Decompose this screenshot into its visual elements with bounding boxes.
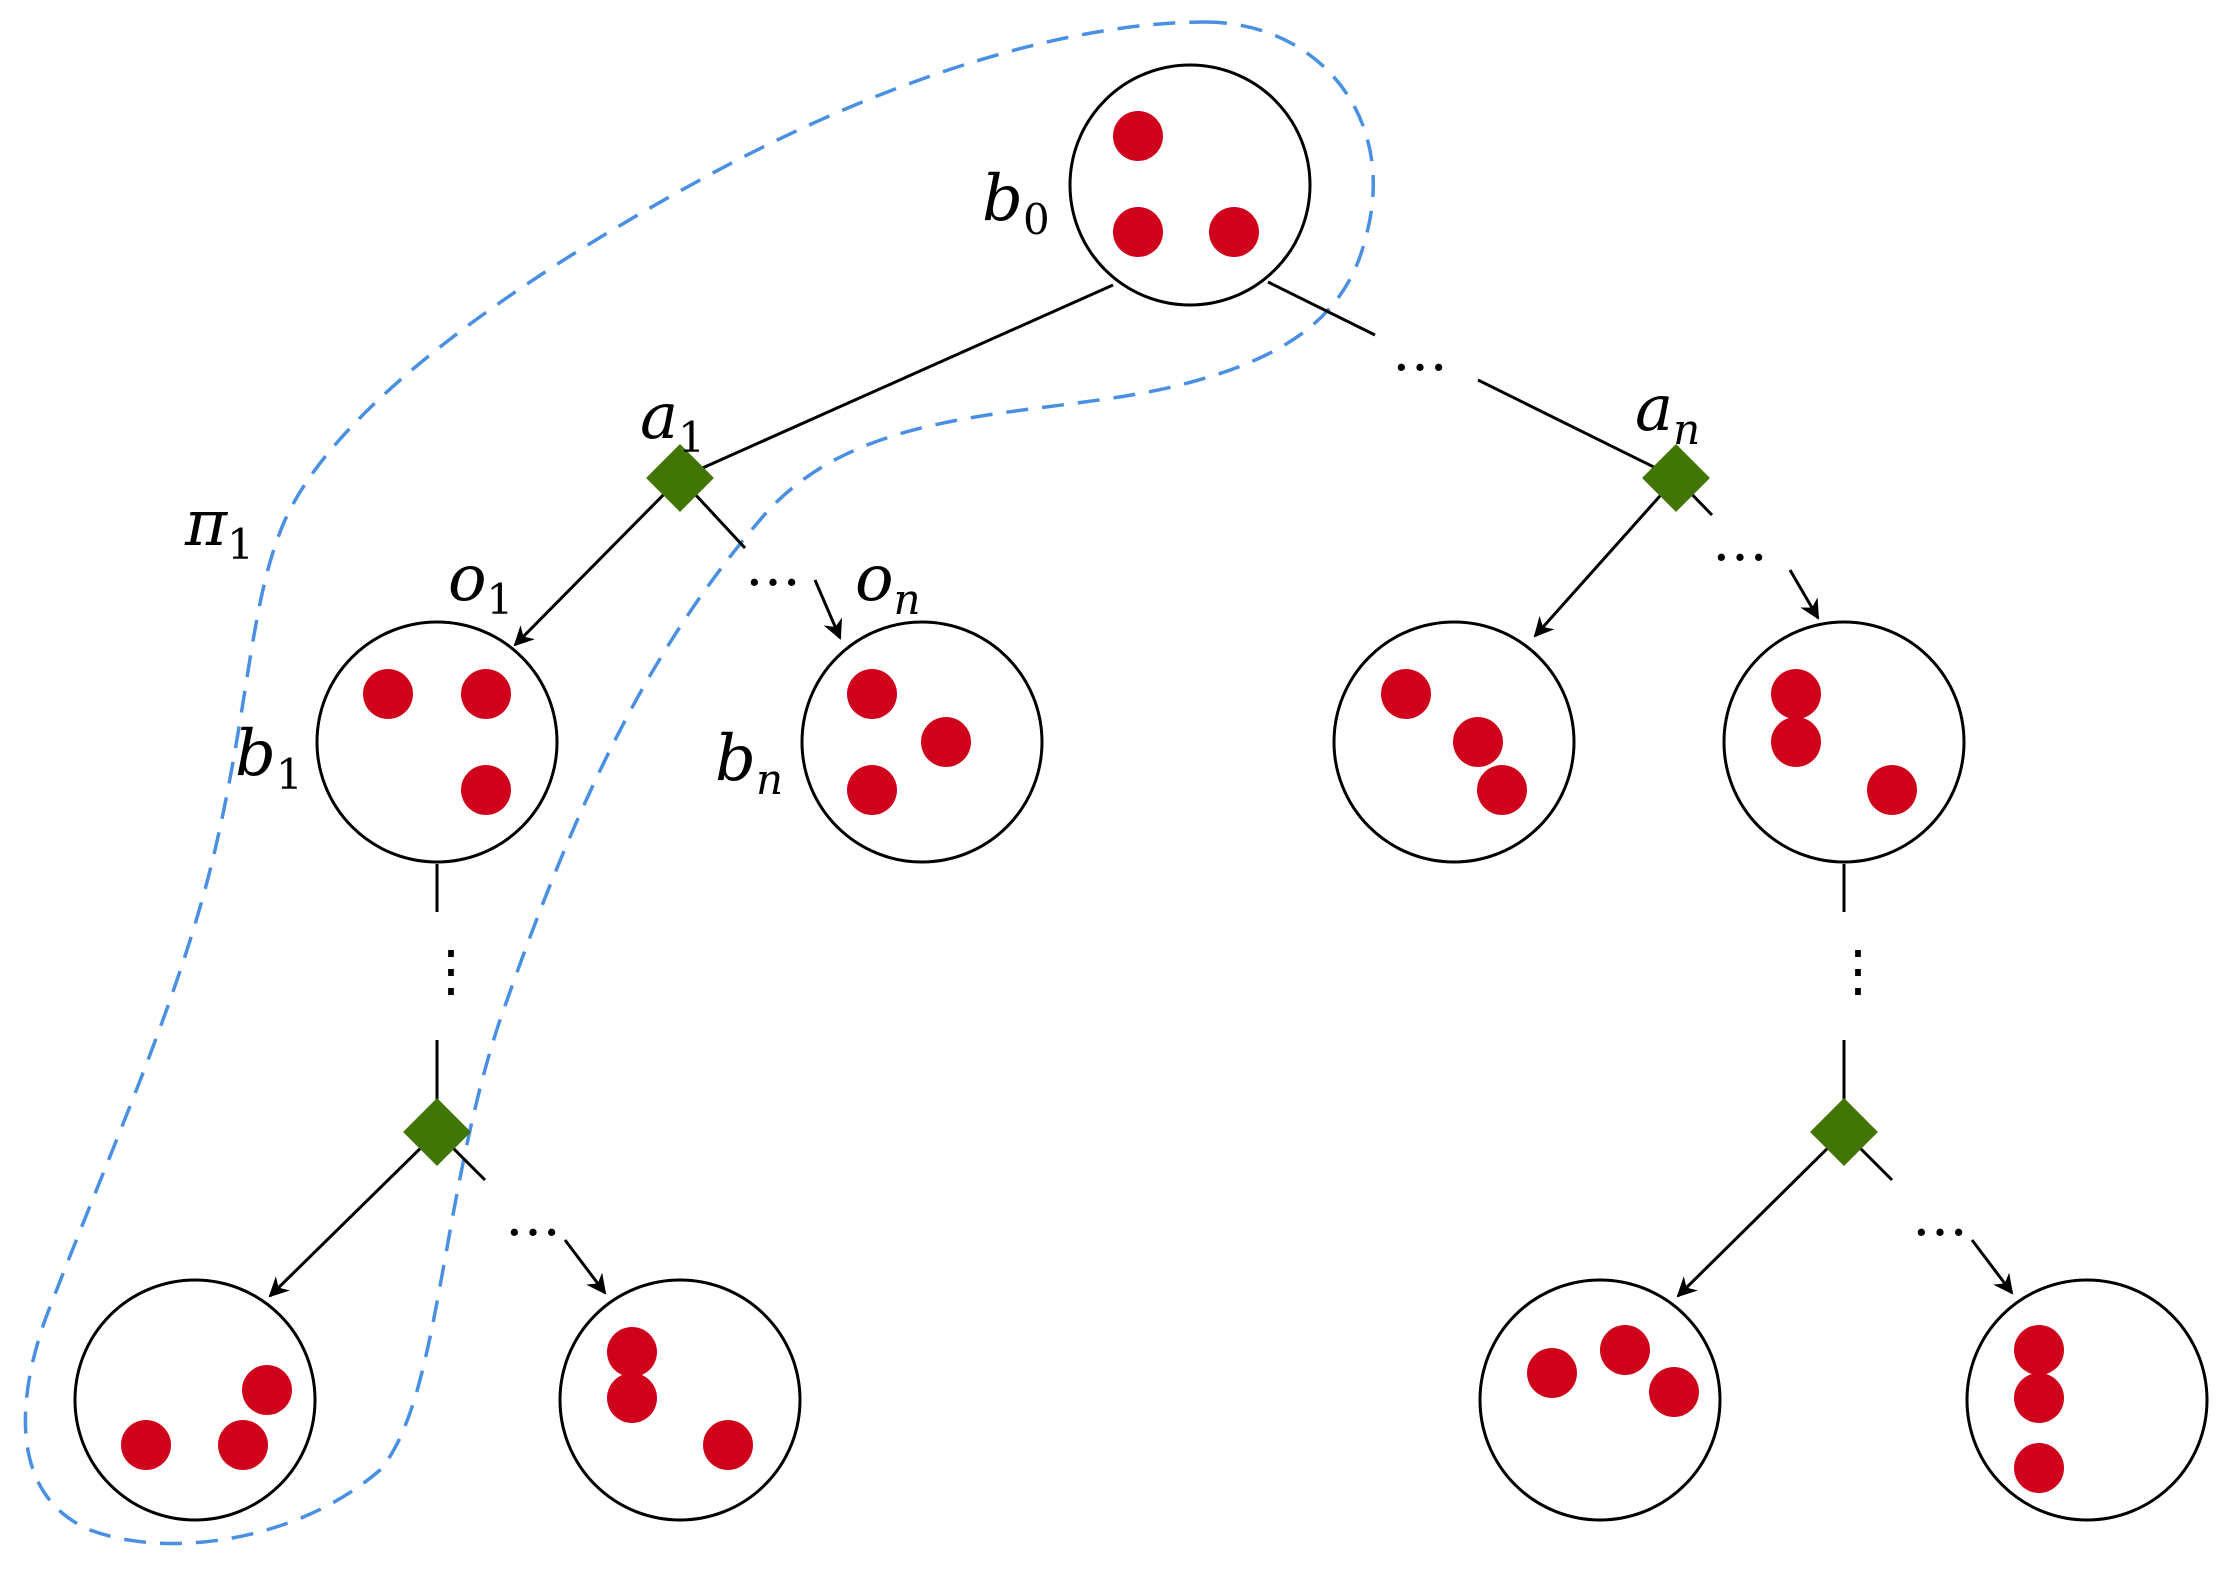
particle	[461, 669, 511, 719]
action-node-an	[1642, 444, 1710, 512]
belief-node-lowright-1	[1478, 1278, 1722, 1522]
particle	[2014, 1443, 2064, 1493]
label-o1: o1	[448, 542, 513, 624]
particle	[1771, 717, 1821, 767]
edge-lowright-left	[1676, 1130, 1846, 1298]
particle	[1771, 669, 1821, 719]
ellipsis-a1-on: …	[745, 534, 801, 599]
particle	[461, 765, 511, 815]
belief-node-lowright-2	[1965, 1278, 2209, 1522]
particle	[607, 1373, 657, 1423]
vellipsis-right: ⋮	[1830, 939, 1886, 1004]
belief-node-bn	[800, 620, 1044, 864]
edge-a1-on-part2	[813, 579, 843, 640]
particle	[2014, 1373, 2064, 1423]
edge-lowright-right-part2	[1970, 1239, 2014, 1295]
ellipsis-an-right: …	[1712, 509, 1768, 574]
edge-b0-a1	[679, 283, 1114, 480]
vellipsis-left: ⋮	[423, 939, 479, 1004]
particle	[121, 1420, 171, 1470]
particle	[847, 765, 897, 815]
particle	[2014, 1325, 2064, 1375]
label-a1: a1	[640, 380, 705, 462]
particle	[1113, 207, 1163, 257]
particle	[1649, 1367, 1699, 1417]
policy-outline	[23, 20, 1376, 1546]
ellipsis-lowright: …	[1912, 1184, 1968, 1249]
label-on: on	[855, 542, 921, 624]
belief-node-an-left	[1332, 620, 1576, 864]
particle	[1527, 1348, 1577, 1398]
particle	[703, 1420, 753, 1470]
ellipsis-lowleft: …	[505, 1184, 561, 1249]
particle	[1381, 669, 1431, 719]
particle	[847, 669, 897, 719]
edge-a1-o1	[513, 476, 682, 647]
particle	[363, 669, 413, 719]
label-pi1: π1	[184, 487, 254, 569]
belief-node-b0	[1068, 63, 1312, 307]
particle	[607, 1327, 657, 1377]
particle	[1209, 207, 1259, 257]
edge-b0-an-part2	[1477, 378, 1677, 480]
particle	[218, 1420, 268, 1470]
label-bn: bn	[715, 722, 783, 804]
action-node-lowleft	[403, 1098, 471, 1166]
particle	[1453, 717, 1503, 767]
edge-b0-an-part1	[1267, 280, 1376, 337]
edge-an-right-part2	[1788, 569, 1820, 620]
label-b0: b0	[982, 162, 1050, 244]
belief-node-b1	[315, 620, 559, 864]
particle	[1477, 765, 1527, 815]
edge-an-left	[1533, 477, 1678, 638]
action-node-lowright	[1810, 1098, 1878, 1166]
belief-node-an-right	[1722, 620, 1966, 864]
edge-lowleft-right-part2	[563, 1239, 607, 1295]
action-node-a1	[646, 444, 714, 512]
label-an: an	[1635, 372, 1700, 454]
belief-node-lowleft-1	[73, 1278, 317, 1522]
particle	[242, 1365, 292, 1415]
label-b1: b1	[235, 717, 303, 799]
particle	[1113, 111, 1163, 161]
particle	[921, 717, 971, 767]
particle	[1600, 1325, 1650, 1375]
edge-lowleft-left	[268, 1130, 439, 1298]
ellipsis-b0-an: …	[1392, 319, 1448, 384]
belief-node-lowleft-2	[558, 1278, 802, 1522]
particle	[1867, 765, 1917, 815]
